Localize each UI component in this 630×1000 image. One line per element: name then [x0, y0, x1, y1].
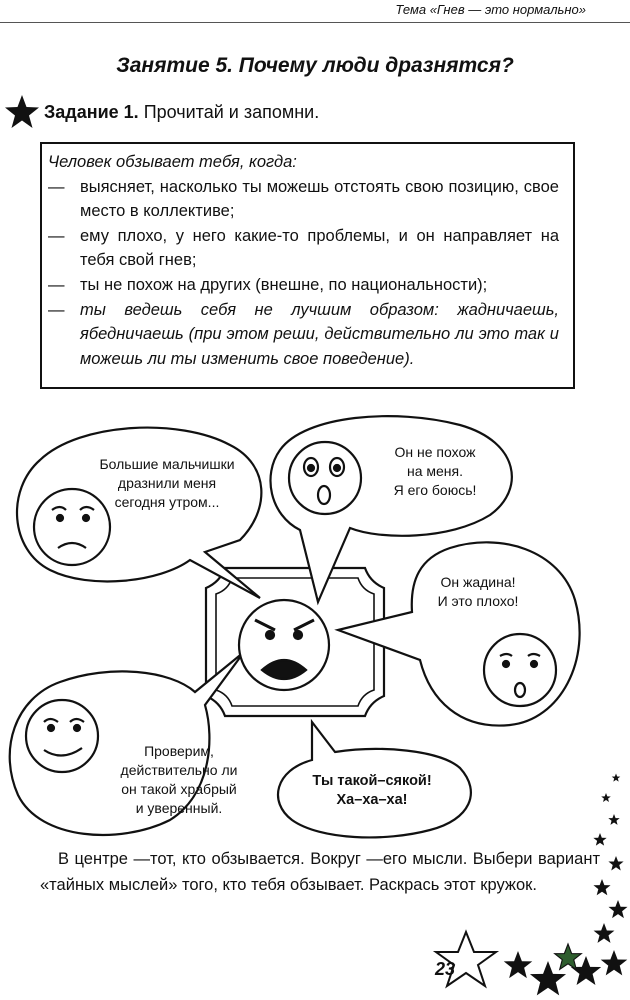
bubble-line: Большие мальчишки	[99, 456, 235, 472]
list-dash: —	[48, 300, 65, 319]
list-item-text: выясняет, насколько ты можешь отстоять с…	[80, 177, 559, 221]
star-icon	[611, 773, 621, 782]
list-item-text: ты ведешь себя не лучшим образом: жаднич…	[80, 300, 559, 368]
bubble-text-bottom-left: Проверим, действительно ли он такой храб…	[104, 742, 254, 818]
decorative-stars	[432, 773, 628, 996]
box-intro: Человек обзывает тебя, когда:	[48, 153, 297, 171]
list-item: — ты ведешь себя не лучшим образом: жадн…	[48, 298, 559, 372]
star-icon	[608, 856, 624, 871]
bubble-line: на меня.	[406, 463, 464, 479]
star-icon	[503, 951, 533, 979]
task-label: Задание 1.	[44, 102, 139, 122]
star-icon	[570, 956, 602, 985]
smiling-face	[24, 698, 100, 774]
bubble-text-bottom-center: Ты такой–сякой! Ха–ха–ха!	[292, 772, 452, 810]
task-text: Прочитай и запомни.	[138, 102, 320, 122]
info-box: Человек обзывает тебя, когда: — выясняет…	[40, 142, 575, 389]
list-item-text: ему плохо, у него какие-то проблемы, и о…	[80, 226, 559, 270]
page-number-star	[432, 929, 500, 989]
bubble-line: сегодня утром...	[114, 494, 220, 510]
star-icon	[5, 95, 39, 128]
surprised-face	[287, 440, 363, 516]
bubble-line: Проверим,	[144, 743, 214, 759]
page-number: 23	[434, 959, 456, 979]
speech-bubble-bottom-left	[8, 651, 245, 836]
task-line: Задание 1. Прочитай и запомни.	[44, 102, 319, 123]
star-icon	[600, 950, 628, 976]
list-dash: —	[48, 177, 65, 196]
bubble-line: Он не похож	[394, 444, 476, 460]
illustration	[8, 415, 581, 839]
star-icon	[593, 833, 607, 846]
bubble-line: Я его боюсь!	[393, 482, 477, 498]
star-icon	[608, 900, 628, 919]
list-item: — выясняет, насколько ты можешь отстоять…	[48, 175, 559, 224]
bubble-line: действительно ли	[120, 762, 238, 778]
bubble-text-top-right: Он не похож на меня. Я его боюсь!	[370, 443, 500, 500]
header-rule	[0, 22, 630, 23]
angry-face	[237, 598, 331, 692]
star-icon	[593, 923, 615, 943]
bubble-text-top-left: Большие мальчишки дразнили меня сегодня …	[82, 455, 252, 512]
bubble-text-right: Он жадина! И это плохо!	[418, 573, 538, 611]
sad-face	[32, 487, 112, 567]
list-dash: —	[48, 226, 65, 245]
bubble-line: Он жадина!	[440, 574, 516, 590]
star-icon	[601, 793, 611, 803]
central-frame	[204, 566, 386, 718]
list-item: — ему плохо, у него какие-то проблемы, и…	[48, 224, 559, 273]
bubble-line: Ты такой–сякой!	[312, 773, 432, 789]
bubble-line: дразнили меня	[117, 475, 217, 491]
list-item-text: ты не похож на других (внешне, по национ…	[80, 275, 488, 294]
instruction-text: В центре —тот, кто обзывается. Вокруг —е…	[40, 850, 600, 894]
star-icon	[593, 879, 611, 896]
star-icon	[608, 814, 620, 825]
bubble-line: он такой храбрый	[121, 781, 237, 797]
list-item: — ты не похож на других (внешне, по наци…	[48, 273, 559, 298]
bubble-line: Ха–ха–ха!	[336, 792, 408, 808]
bubble-line: И это плохо!	[437, 593, 519, 609]
speech-bubble-bottom-center	[276, 718, 472, 839]
list-dash: —	[48, 275, 65, 294]
lesson-title: Занятие 5. Почему люди дразнятся?	[116, 54, 514, 77]
page-header: Тема «Гнев — это нормально»	[395, 2, 586, 17]
o-face	[482, 632, 558, 708]
bubble-line: и уверенный.	[135, 800, 223, 816]
star-icon	[554, 943, 582, 971]
